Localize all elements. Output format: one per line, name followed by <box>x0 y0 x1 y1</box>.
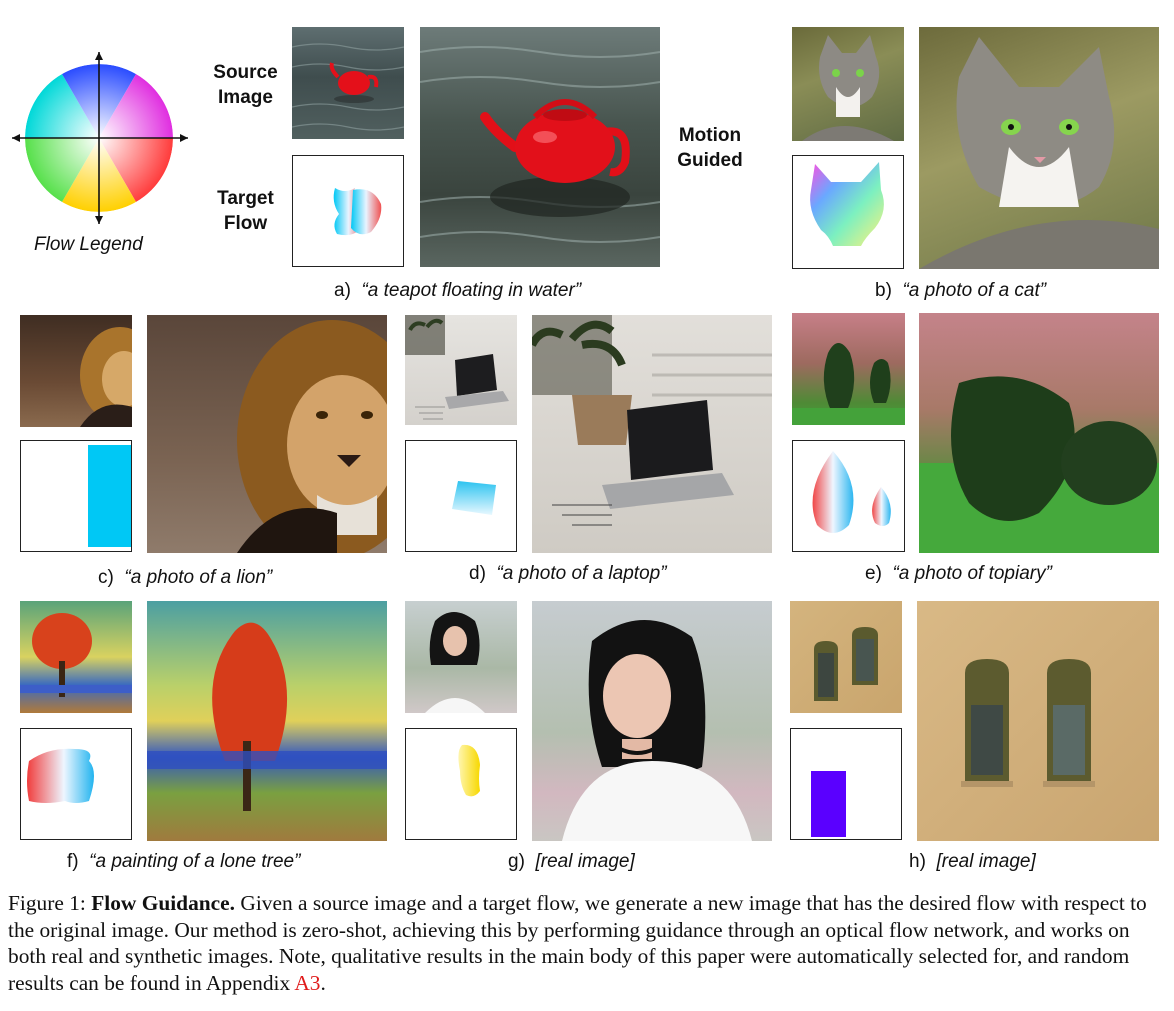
caption-h: h) [real image] <box>909 851 1036 873</box>
windows-source-image <box>790 601 902 713</box>
laptop-target-flow <box>405 440 517 552</box>
cat-flow-shape <box>810 162 884 246</box>
teapot-source-drawing <box>292 43 404 131</box>
caption-c-text: “a photo of a lion” <box>124 567 273 588</box>
caption-g-text: [real image] <box>535 851 635 872</box>
portrait-flow-shape <box>458 744 480 797</box>
portrait-source-drawing <box>425 612 485 713</box>
laptop-source-drawing <box>405 315 509 420</box>
laptop-flow-shape <box>452 481 496 515</box>
caption-d: d) “a photo of a laptop” <box>469 563 667 585</box>
topiary-guided-image <box>919 313 1159 553</box>
topiary-source-drawing <box>792 343 905 425</box>
tree-source-drawing <box>20 613 132 697</box>
caption-e-letter: e) <box>865 563 882 584</box>
caption-b: b) “a photo of a cat” <box>875 280 1046 302</box>
caption-g-letter: g) <box>508 851 525 872</box>
caption-e-text: “a photo of topiary” <box>892 563 1052 584</box>
caption-b-text: “a photo of a cat” <box>902 280 1047 301</box>
windows-flow-shape <box>811 771 846 837</box>
lion-source-image <box>20 315 132 427</box>
caption-a: a) “a teapot floating in water” <box>334 280 581 302</box>
flow-legend-label: Flow Legend <box>34 234 143 255</box>
portrait-guided-drawing <box>562 619 752 841</box>
caption-c: c) “a photo of a lion” <box>98 567 272 589</box>
teapot-flow-shape <box>333 188 382 236</box>
figure-title: Flow Guidance. <box>91 891 236 915</box>
portrait-source-image <box>405 601 517 713</box>
target-flow-label: Target Flow <box>217 188 274 234</box>
lion-guided-drawing <box>237 320 387 553</box>
flow-legend-wheel <box>12 52 188 224</box>
caption-a-letter: a) <box>334 280 351 301</box>
caption-h-letter: h) <box>909 851 926 872</box>
windows-target-flow <box>790 728 902 840</box>
windows-guided-drawing <box>961 659 1095 787</box>
cat-source-drawing <box>802 35 894 141</box>
figure-end: . <box>320 970 326 995</box>
figure-body: Given a source image and a target flow, … <box>8 891 1147 995</box>
tree-target-flow <box>20 728 132 840</box>
topiary-target-flow <box>792 440 905 552</box>
topiary-source-image <box>792 313 905 425</box>
lion-guided-image <box>147 315 387 553</box>
portrait-target-flow <box>405 728 517 840</box>
teapot-target-flow <box>292 155 404 267</box>
tree-source-image <box>20 601 132 713</box>
cat-guided-image <box>919 27 1159 269</box>
caption-a-text: “a teapot floating in water” <box>361 280 582 301</box>
laptop-guided-image <box>532 315 772 553</box>
lion-source-drawing <box>80 327 132 427</box>
motion-guided-label: Motion Guided <box>677 125 743 171</box>
teapot-guided-image <box>420 27 660 267</box>
caption-d-letter: d) <box>469 563 486 584</box>
caption-e: e) “a photo of topiary” <box>865 563 1052 585</box>
lion-target-flow <box>20 440 132 552</box>
caption-f-letter: f) <box>67 851 79 872</box>
laptop-guided-drawing <box>532 315 772 526</box>
lion-flow-shape <box>88 445 131 547</box>
teapot-guided-drawing <box>420 46 660 243</box>
flow-legend <box>8 48 193 228</box>
caption-d-text: “a photo of a laptop” <box>496 563 667 584</box>
laptop-source-image <box>405 315 517 425</box>
caption-c-letter: c) <box>98 567 114 588</box>
tree-guided-drawing <box>147 622 387 811</box>
figure-caption: Figure 1: Flow Guidance. Given a source … <box>8 890 1168 996</box>
appendix-link[interactable]: A3 <box>294 970 321 995</box>
caption-f: f) “a painting of a lone tree” <box>67 851 300 873</box>
windows-source-drawing <box>814 627 878 701</box>
figure-label: Figure 1: <box>8 891 86 915</box>
caption-b-letter: b) <box>875 280 892 301</box>
topiary-flow-shape <box>812 451 891 533</box>
cat-guided-drawing <box>919 37 1159 269</box>
caption-f-text: “a painting of a lone tree” <box>89 851 301 872</box>
caption-g: g) [real image] <box>508 851 635 873</box>
cat-source-image <box>792 27 904 141</box>
source-image-label: Source Image <box>213 62 278 108</box>
topiary-guided-drawing <box>919 376 1159 553</box>
portrait-guided-image <box>532 601 772 841</box>
teapot-source-image <box>292 27 404 139</box>
caption-h-text: [real image] <box>936 851 1036 872</box>
tree-guided-image <box>147 601 387 841</box>
tree-flow-shape <box>27 748 94 803</box>
cat-target-flow <box>792 155 904 269</box>
windows-guided-image <box>917 601 1159 841</box>
